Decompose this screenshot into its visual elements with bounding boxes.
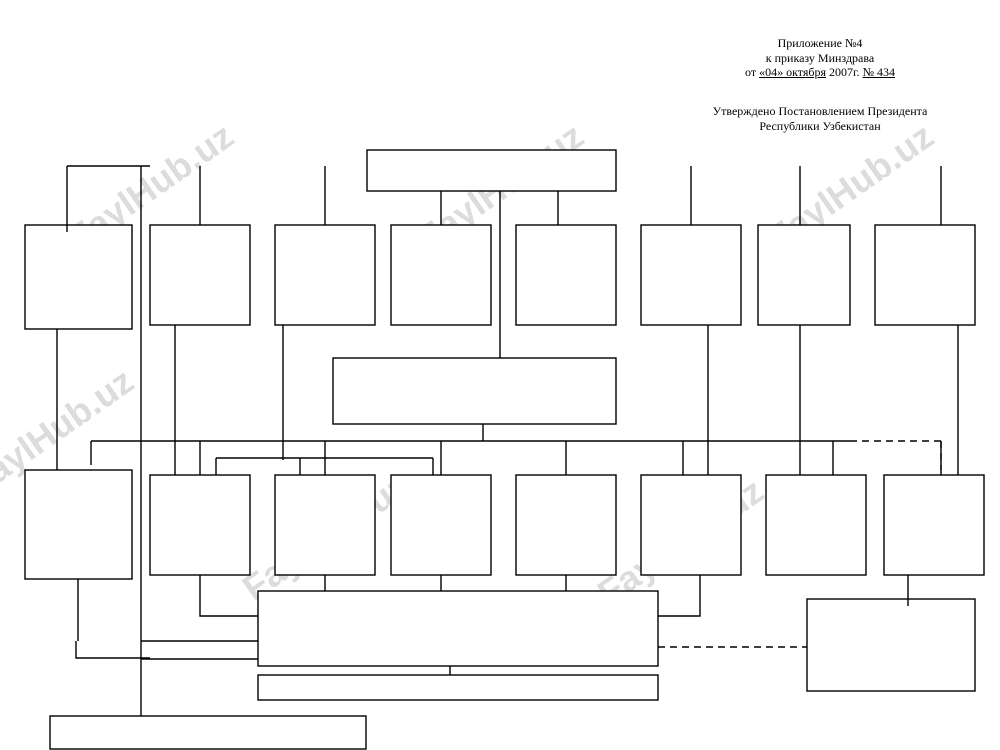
org-connectors	[56, 165, 959, 716]
org-box-row1-6	[640, 224, 742, 326]
approval-line-1: Утверждено Постановлением Президента	[712, 104, 928, 118]
appendix-header: Приложение №4 к приказу Минздрава от «04…	[700, 36, 940, 80]
org-box-row2-3	[274, 474, 376, 576]
org-box-row2-1	[24, 469, 133, 580]
org-box-row2-2	[149, 474, 251, 576]
approval-line-2: Республики Узбекистан	[759, 118, 881, 133]
org-box-row1-1	[24, 224, 133, 330]
org-box-row1-5	[515, 224, 617, 326]
org-box-bottom-right	[806, 598, 976, 692]
org-box-bottom-sub	[257, 674, 659, 701]
order-number: № 434	[862, 65, 896, 79]
org-box-row1-7	[757, 224, 851, 326]
org-box-row2-5	[515, 474, 617, 576]
approval-header: Утверждено Постановлением Президента Рес…	[660, 104, 980, 133]
org-box-row1-2	[149, 224, 251, 326]
date-value: «04» октября	[759, 65, 826, 79]
date-year: 2007г.	[825, 65, 863, 79]
date-prefix: от	[744, 65, 760, 79]
order-date-line: от «04» октября 2007г. № 434	[700, 65, 940, 80]
org-box-row2-7	[765, 474, 867, 576]
org-box-middle	[332, 357, 617, 425]
org-box-head	[366, 149, 617, 192]
org-box-row1-8	[874, 224, 976, 326]
org-box-row2-8	[883, 474, 985, 576]
org-box-row2-4	[390, 474, 492, 576]
org-box-bottom-main	[257, 590, 659, 667]
org-box-row1-4	[390, 224, 492, 326]
org-box-bottom-left	[49, 715, 367, 750]
appendix-title: Приложение №4	[777, 36, 863, 50]
org-box-row2-6	[640, 474, 742, 576]
org-dashed-connectors	[658, 440, 942, 648]
org-box-row1-3	[274, 224, 376, 326]
order-line: к приказу Минздрава	[765, 50, 875, 65]
